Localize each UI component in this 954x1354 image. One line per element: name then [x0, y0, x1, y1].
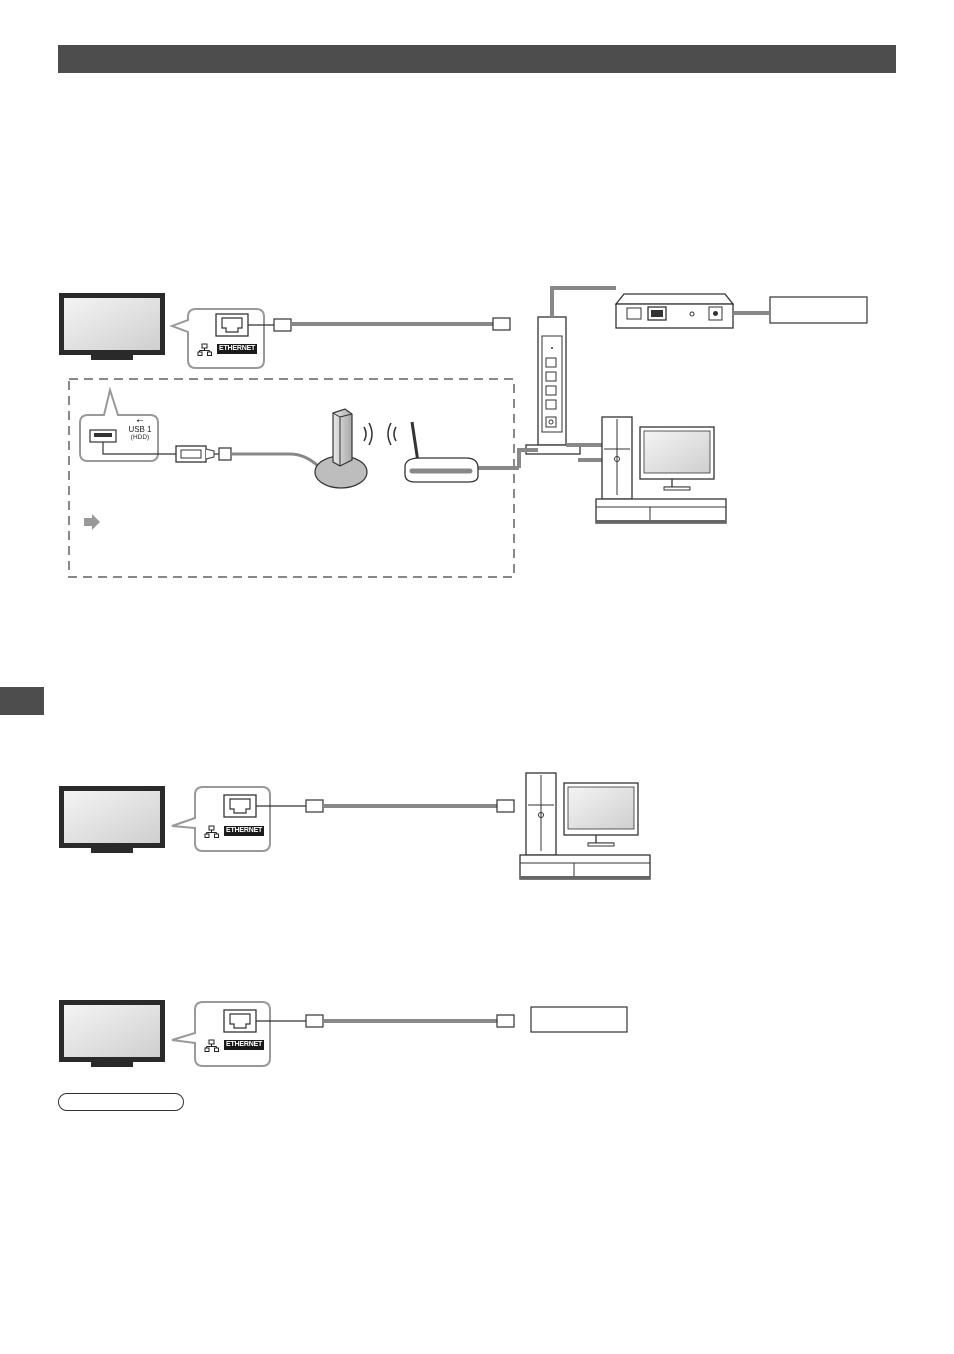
- tv-2: [59, 786, 165, 853]
- hub-router: [525, 316, 581, 455]
- ethernet-label-1: ETHERNET: [217, 344, 258, 354]
- tv-1: [59, 293, 165, 360]
- ethernet-callout-1: [169, 308, 265, 369]
- ethernet-callout-3: [171, 1001, 271, 1067]
- wireless-wave-icon: [363, 422, 397, 446]
- lan-cable-1: [248, 317, 511, 332]
- usb-callout: [79, 386, 159, 462]
- ethernet-callout-2: [171, 786, 271, 852]
- internet-label-box-2: [530, 1006, 628, 1033]
- usb-port-name: USB 1: [128, 425, 152, 434]
- internet-label-box-1: [769, 296, 868, 324]
- lan-cable-2: [256, 799, 515, 813]
- wireless-lan-adaptor: [314, 408, 368, 489]
- pc-2: [519, 772, 651, 880]
- usb-icon: ⭠: [136, 415, 144, 425]
- side-chapter-tab: [0, 687, 44, 715]
- arrow-right-icon: [84, 514, 100, 530]
- note-pill: [58, 1093, 184, 1111]
- pc-1: [595, 416, 727, 524]
- section-header-bar: [58, 45, 896, 73]
- usb-port-sub: (HDD): [130, 434, 150, 441]
- router-cables: [478, 286, 770, 470]
- lan-cable-3: [256, 1014, 515, 1028]
- ethernet-label-2: ETHERNET: [224, 826, 265, 836]
- access-point: [404, 421, 479, 483]
- modem: [614, 293, 735, 329]
- tv-3: [59, 1000, 165, 1067]
- usb-port-label: ⭠ USB 1 (HDD): [124, 415, 156, 442]
- ethernet-label-3: ETHERNET: [224, 1040, 265, 1050]
- wireless-option-frame: [68, 378, 515, 578]
